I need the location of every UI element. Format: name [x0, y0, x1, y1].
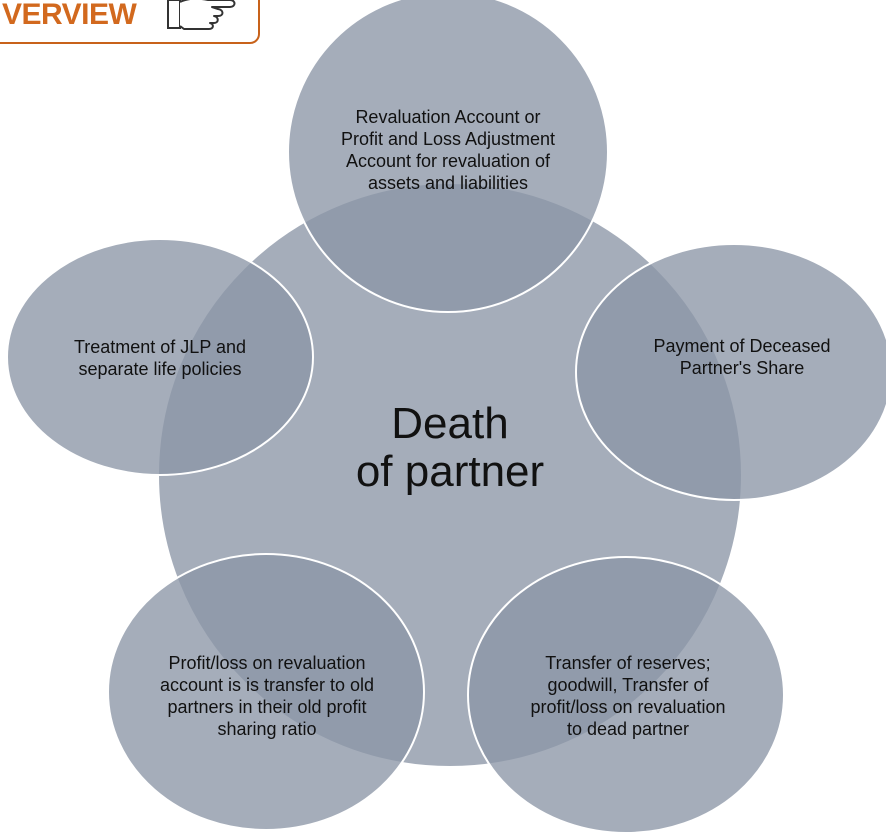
node-bottom-left-label: Profit/loss on revaluation account is is… — [159, 653, 375, 739]
pointing-hand-icon — [167, 0, 236, 30]
center-label: Death of partner — [300, 400, 600, 496]
node-right-circle — [575, 243, 886, 501]
node-top-label: Revaluation Account or Profit and Loss A… — [340, 107, 556, 193]
node-left-label: Treatment of JLP and separate life polic… — [73, 337, 247, 379]
node-bottom-left-circle — [107, 553, 425, 831]
center-label-line2: of partner — [355, 447, 545, 496]
overview-title: VERVIEW — [2, 0, 137, 31]
center-label-line1: Death — [391, 399, 509, 448]
overview-badge: VERVIEW — [0, 0, 260, 44]
node-right-label: Payment of Deceased Partner's Share — [653, 336, 831, 378]
node-left-circle — [6, 238, 314, 476]
node-bottom-right-circle — [467, 556, 785, 832]
node-top-circle — [287, 0, 609, 313]
node-bottom-right-label: Transfer of reserves; goodwill, Transfer… — [530, 653, 726, 739]
